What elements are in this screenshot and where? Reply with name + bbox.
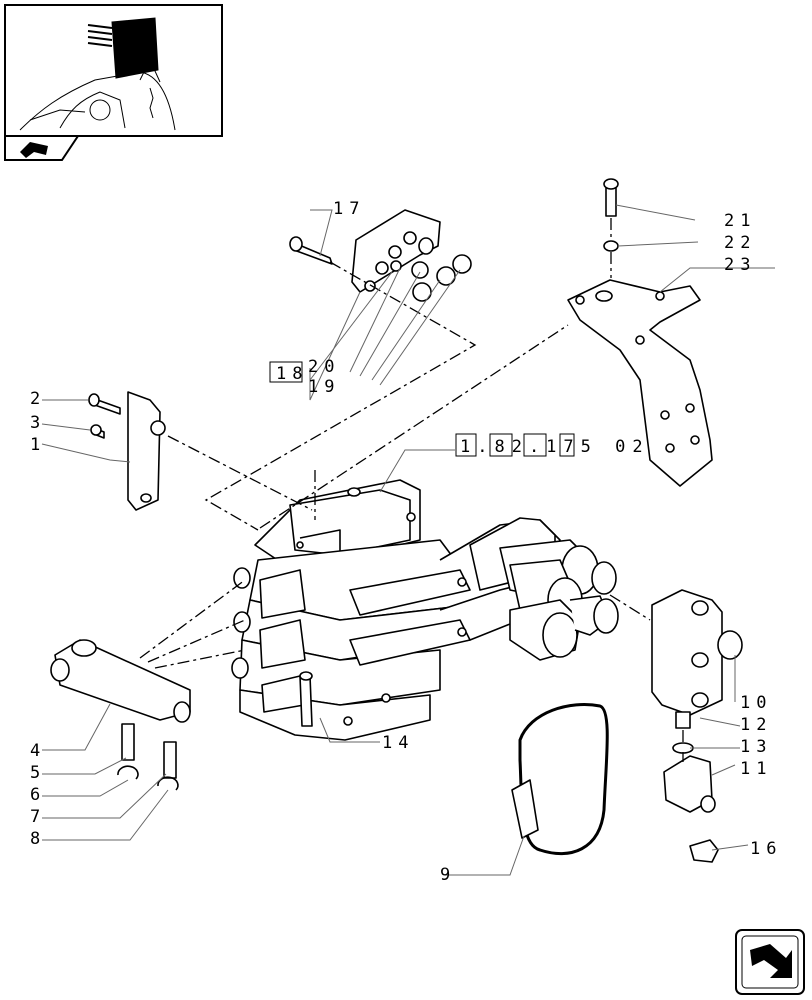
reference-box-2 (489, 433, 513, 457)
callout-5[interactable]: 5 (30, 763, 46, 783)
assembly-dashed-lines (139, 218, 684, 762)
next-page-arrow-icon[interactable] (735, 929, 805, 995)
callout-11[interactable]: 11 (740, 759, 772, 779)
callout-1[interactable]: 1 (30, 435, 46, 455)
reference-box-4 (559, 433, 575, 457)
callout-leaders (41, 204, 775, 876)
callout-20[interactable]: 20 (308, 357, 340, 377)
cover-plate-assembly[interactable] (289, 209, 472, 302)
callout-13[interactable]: 13 (740, 737, 772, 757)
callout-22[interactable]: 22 (724, 233, 756, 253)
callout-14[interactable]: 14 (382, 733, 414, 753)
quick-coupler-set[interactable] (469, 517, 619, 661)
callout-6[interactable]: 6 (30, 785, 46, 805)
locator-thumbnail[interactable] (4, 4, 223, 137)
coupler-dust-cover[interactable] (651, 589, 743, 863)
callout-7[interactable]: 7 (30, 807, 46, 827)
book-arrow-icon (4, 135, 80, 161)
control-valve-block[interactable] (231, 479, 561, 741)
callout-21[interactable]: 21 (724, 211, 756, 231)
callout-8[interactable]: 8 (30, 829, 46, 849)
callout-23[interactable]: 23 (724, 255, 756, 275)
callout-3[interactable]: 3 (30, 413, 46, 433)
callout-2[interactable]: 2 (30, 389, 46, 409)
reference-box-1 (455, 433, 477, 457)
linkage-assembly[interactable] (50, 639, 191, 791)
reference-box-3 (523, 433, 547, 457)
callout-10[interactable]: 10 (740, 693, 772, 713)
callout-17[interactable]: 17 (333, 199, 365, 219)
callout-12[interactable]: 12 (740, 715, 772, 735)
lever-bracket-assembly[interactable] (88, 391, 166, 511)
mounting-bracket-assembly[interactable] (567, 178, 713, 487)
callout-18[interactable]: 18 (276, 364, 308, 384)
callout-18-box (269, 361, 303, 383)
callout-labels: 17 18 20 19 21 22 23 2 3 1 1.82.175 02 4… (30, 199, 782, 885)
callout-4[interactable]: 4 (30, 741, 46, 761)
hose-clip-loop[interactable] (511, 703, 609, 856)
reference-code[interactable]: 1.82.175 02 (460, 437, 650, 457)
callout-19[interactable]: 19 (308, 377, 340, 397)
callout-9[interactable]: 9 (440, 865, 456, 885)
callout-16[interactable]: 16 (750, 839, 782, 859)
